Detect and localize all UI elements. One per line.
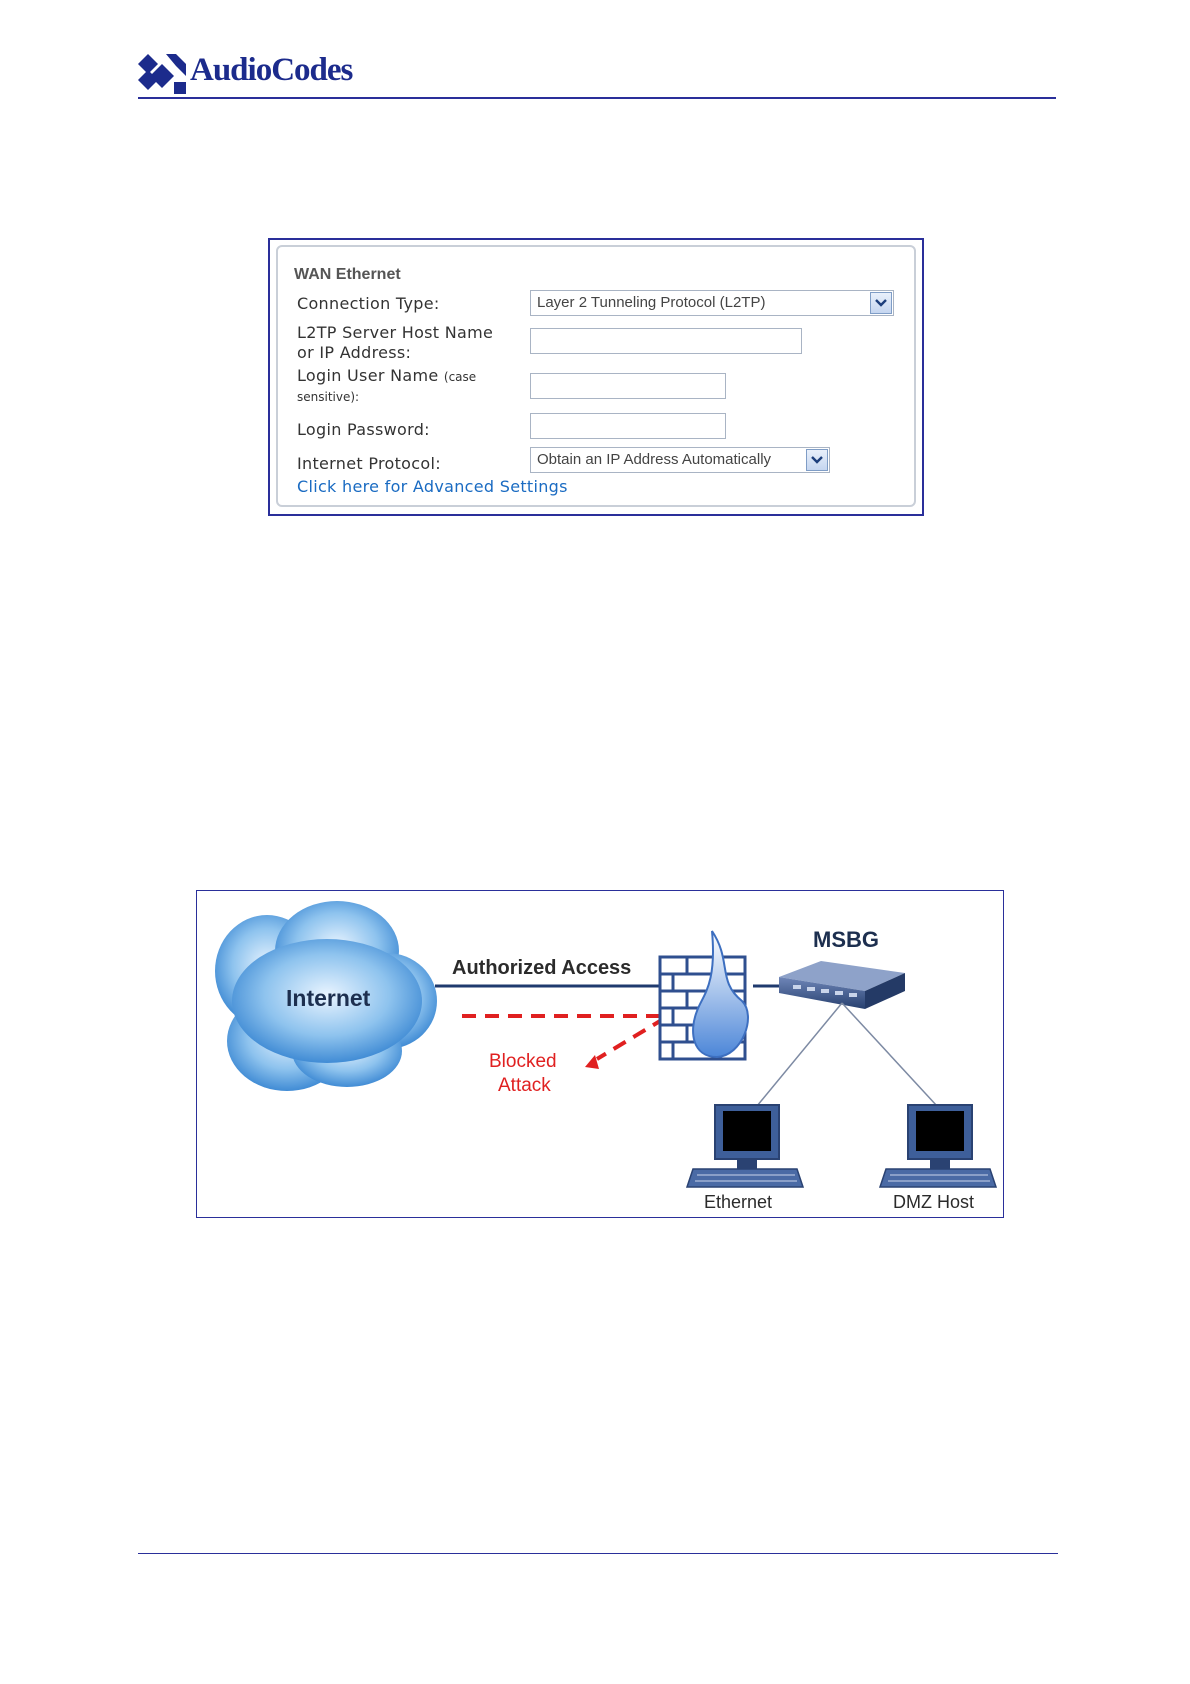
login-user-hint-b: sensitive): [297,390,360,404]
dmz-host-label: DMZ Host [893,1192,974,1212]
flame-icon [692,930,749,1059]
audiocodes-logo-icon [138,54,186,94]
internet-cloud-icon [215,901,437,1091]
login-user-label: Login User Name (case [297,366,476,385]
login-user-label-text: Login User Name [297,366,439,385]
blocked-attack-line-diagonal [595,1016,667,1061]
attack-label: Attack [498,1075,551,1096]
header-rule [138,97,1056,99]
footer-rule [138,1553,1058,1554]
chevron-down-icon [811,456,823,464]
firewall-dmz-diagram: Internet Authorized Access Blocked Attac… [196,890,1004,1218]
authorized-access-label: Authorized Access [452,957,632,979]
connection-type-label: Connection Type: [297,294,440,313]
ethernet-label: Ethernet [704,1192,773,1212]
advanced-settings-link[interactable]: Click here for Advanced Settings [297,477,568,496]
login-user-input[interactable] [530,373,726,399]
login-user-hint-a: (case [443,370,477,384]
connection-type-dropdown-button[interactable] [870,292,892,314]
msbg-label: MSBG [813,927,879,952]
login-password-input[interactable] [530,413,726,439]
server-label-line2: or IP Address: [297,343,412,362]
dmz-host-computer-icon [878,1104,998,1188]
chevron-down-icon [875,299,887,307]
dmz-link-line [841,1002,938,1107]
logo-text: AudioCodes [190,52,353,88]
firewall-icon [658,930,749,1061]
l2tp-server-input[interactable] [530,328,802,354]
msbg-device-icon [779,961,905,1009]
login-password-label: Login Password: [297,420,430,439]
audiocodes-logo: AudioCodes [138,52,368,98]
connection-type-value: Layer 2 Tunneling Protocol (L2TP) [537,294,766,311]
attack-arrow-icon [585,1055,599,1069]
internet-protocol-value: Obtain an IP Address Automatically [537,451,772,468]
connection-type-select[interactable]: Layer 2 Tunneling Protocol (L2TP) [530,290,894,316]
ethernet-link-line [756,1002,843,1107]
wan-ethernet-title: WAN Ethernet [294,266,401,283]
internet-label: Internet [286,985,371,1011]
diagram-graphic [215,901,998,1188]
internet-protocol-label: Internet Protocol: [297,454,441,473]
internet-protocol-dropdown-button[interactable] [806,449,828,471]
server-label-line1: L2TP Server Host Name [297,323,494,342]
internet-protocol-select[interactable]: Obtain an IP Address Automatically [530,447,830,473]
wan-ethernet-form: WAN Ethernet Connection Type: Layer 2 Tu… [268,0,924,520]
blocked-label: Blocked [489,1051,557,1072]
ethernet-computer-icon [685,1104,805,1188]
